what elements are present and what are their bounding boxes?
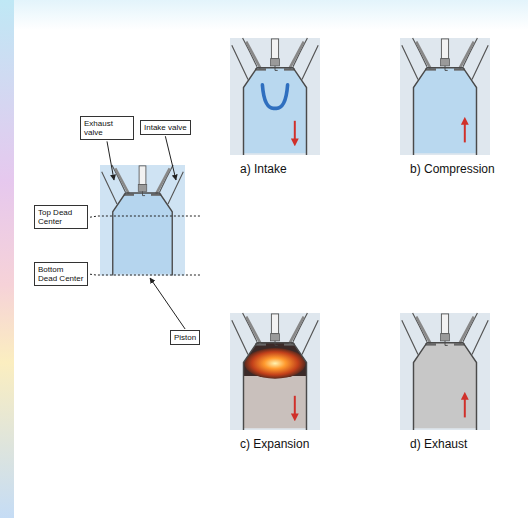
slide-top-wash bbox=[14, 0, 528, 30]
callout-text: Piston bbox=[174, 333, 196, 342]
callout-box: Top Dead Center bbox=[34, 205, 88, 229]
callout-box: Bottom Dead Center bbox=[34, 262, 88, 286]
stroke-caption: d) Exhaust bbox=[410, 437, 467, 451]
engine-cylinder bbox=[100, 165, 185, 276]
bottom-dead-center-line bbox=[90, 274, 200, 276]
callout-box: Piston bbox=[170, 330, 200, 345]
top-dead-center-line bbox=[90, 216, 200, 217]
callout-text: Intake valve bbox=[144, 123, 187, 132]
callout-box: Intake valve bbox=[140, 120, 191, 135]
callout-text: Bottom Dead Center bbox=[38, 265, 84, 283]
leader-line bbox=[165, 136, 176, 180]
slide-edge-strip bbox=[0, 0, 14, 518]
stroke-caption: a) Intake bbox=[240, 162, 287, 176]
leader-line bbox=[150, 278, 185, 329]
engine-cylinder bbox=[400, 313, 490, 430]
stroke-caption: c) Expansion bbox=[240, 437, 309, 451]
leader-line bbox=[107, 141, 114, 180]
callout-text: Top Dead Center bbox=[38, 208, 84, 226]
engine-cylinder bbox=[230, 38, 320, 155]
stroke-caption: b) Compression bbox=[410, 162, 495, 176]
callout-box: Exhaust valve bbox=[80, 116, 134, 140]
engine-cylinder bbox=[230, 313, 320, 430]
engine-cylinder bbox=[400, 38, 490, 155]
callout-text: Exhaust valve bbox=[84, 119, 130, 137]
